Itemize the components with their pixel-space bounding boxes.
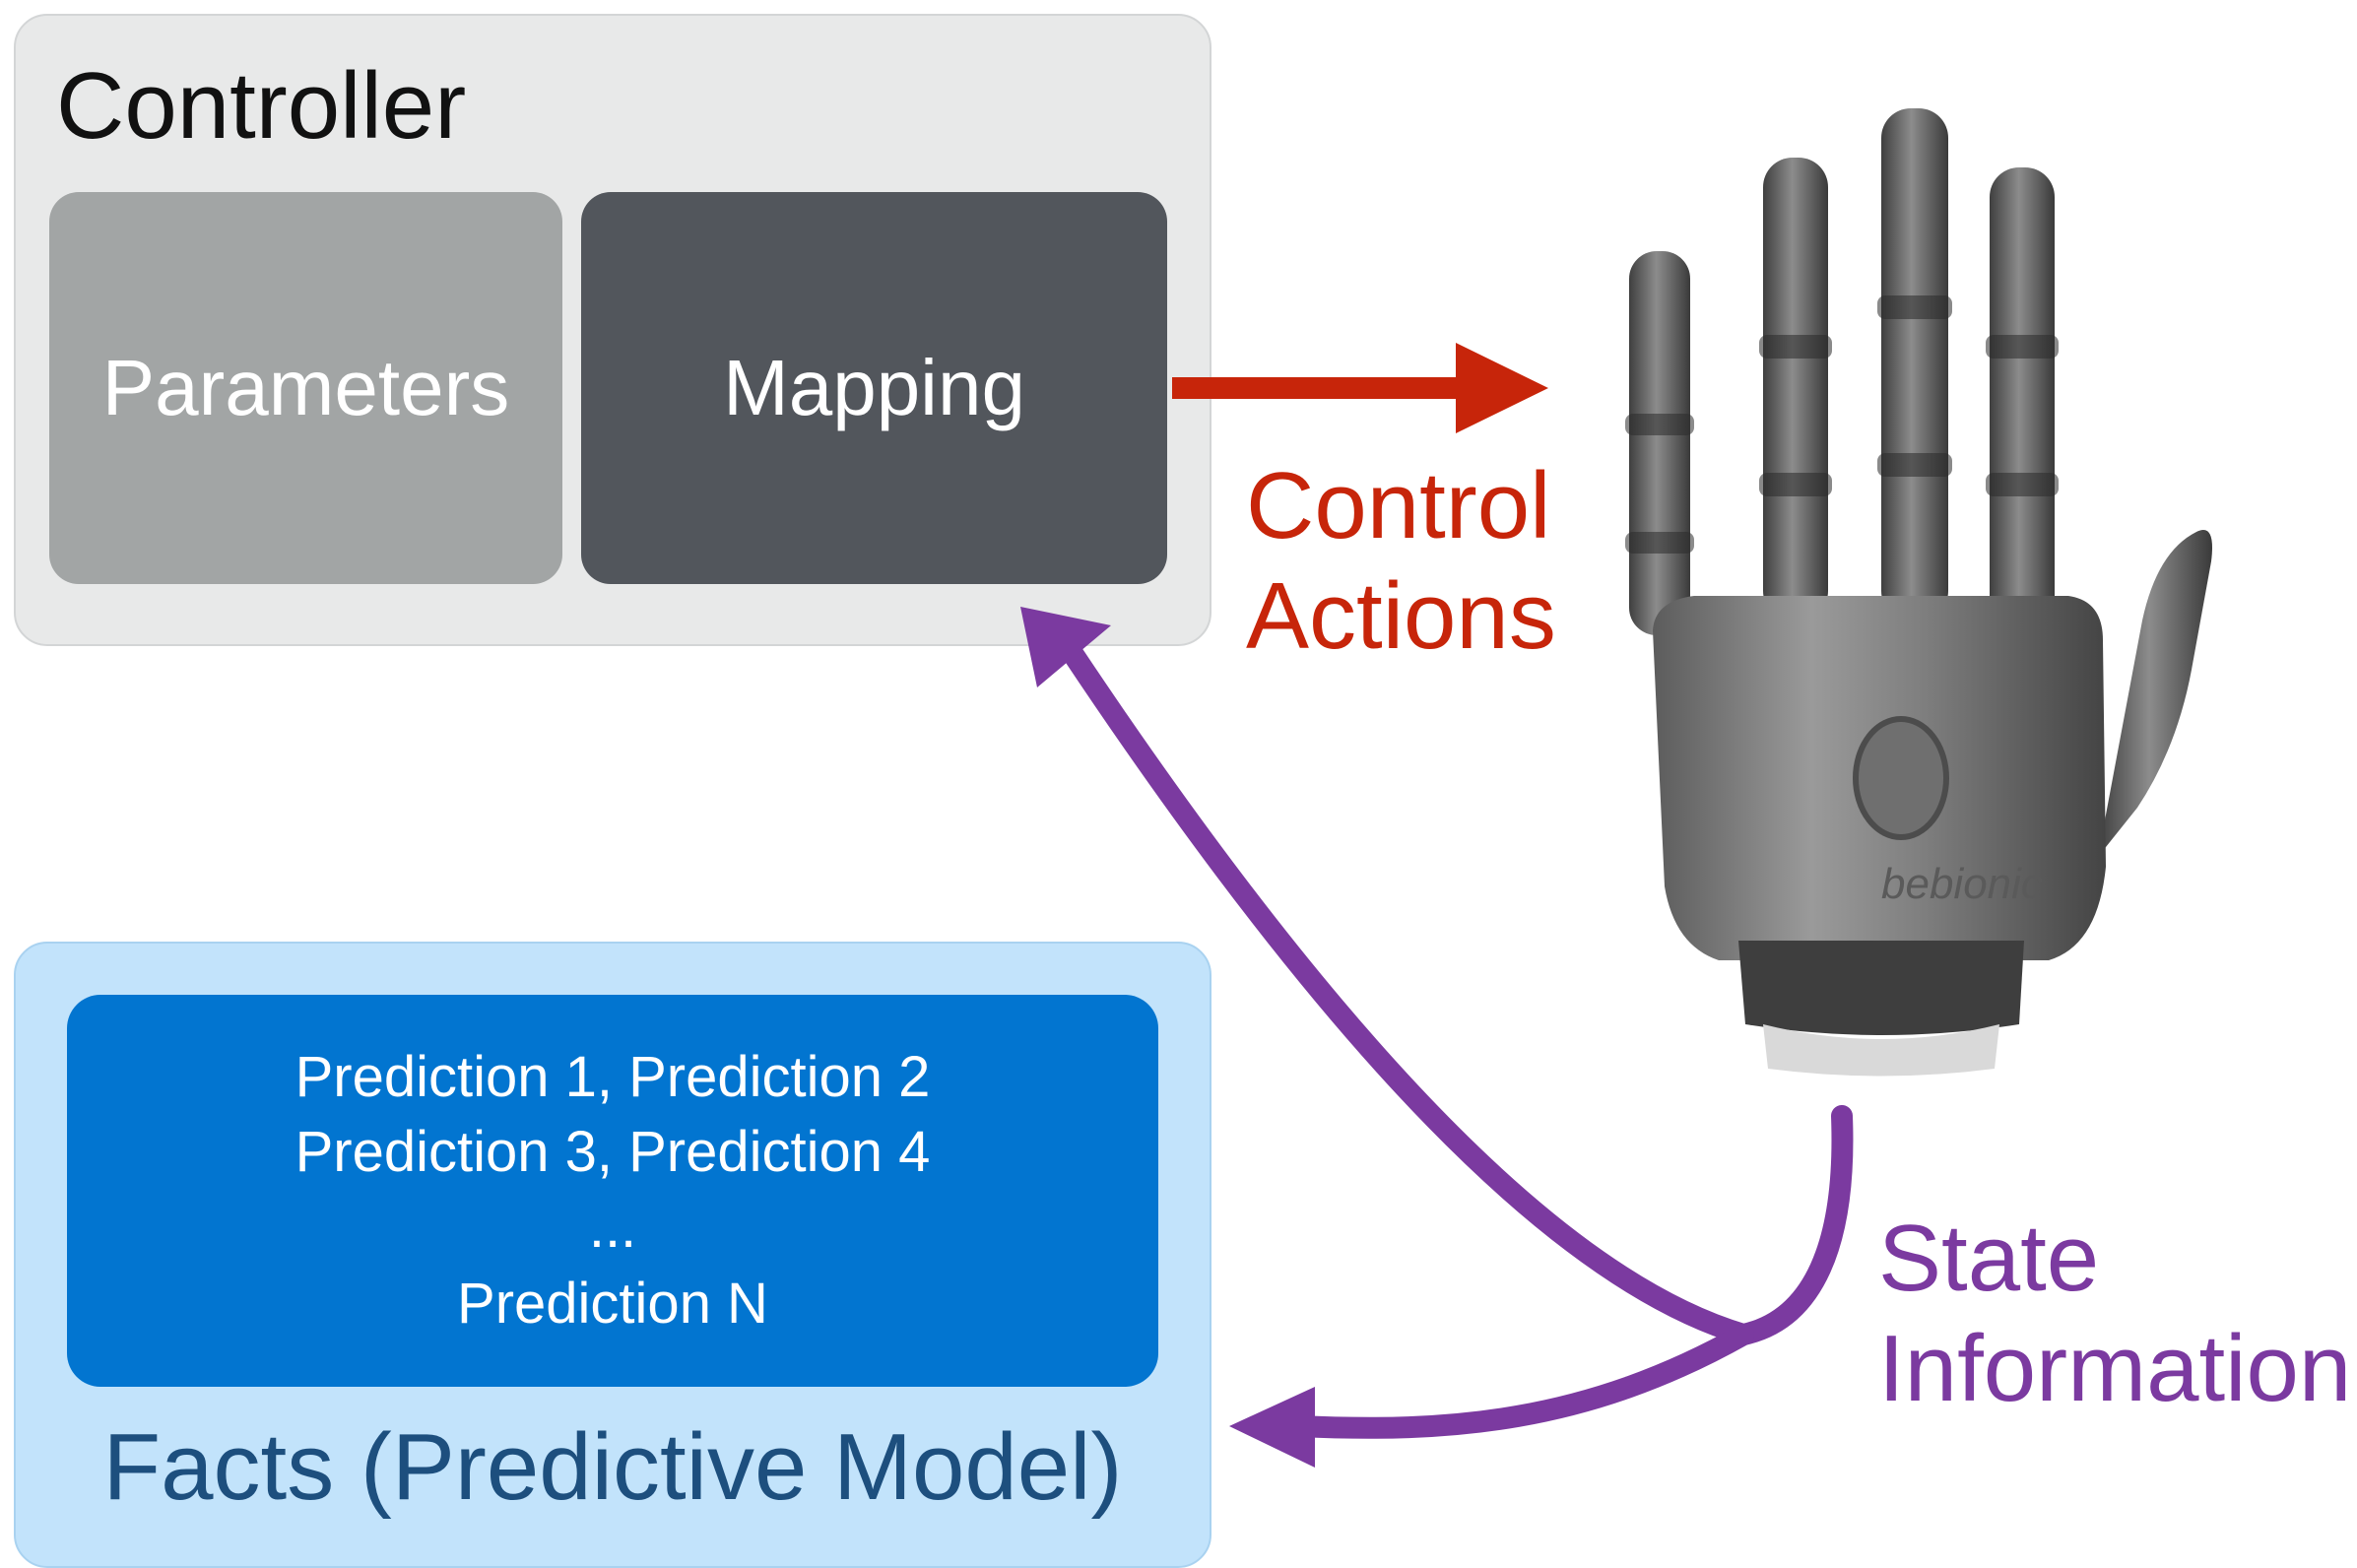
- prediction-line: Prediction N: [457, 1271, 768, 1336]
- facts-title: Facts (Predictive Model): [102, 1414, 1123, 1520]
- parameters-node: Parameters: [49, 192, 562, 584]
- controller-title: Controller: [56, 53, 467, 159]
- arrowhead-to-facts: [1229, 1387, 1315, 1468]
- predictions-node: Prediction 1, Prediction 2 Prediction 3,…: [67, 995, 1158, 1387]
- mapping-node: Mapping: [581, 192, 1167, 584]
- arrowhead-to-mapping: [1020, 607, 1111, 687]
- control-actions-arrow: [1172, 343, 1548, 433]
- state-information-arrows: [1061, 641, 1854, 1439]
- prediction-line: Prediction 1, Prediction 2: [295, 1044, 931, 1109]
- hand-logo: bebionic: [1881, 860, 2043, 908]
- prediction-ellipsis: ...: [588, 1196, 637, 1260]
- state-information-label: State Information: [1878, 1206, 2352, 1422]
- control-actions-label: Control Actions: [1246, 453, 1556, 670]
- robotic-hand-image: bebionic: [1625, 108, 2212, 1077]
- prediction-line: Prediction 3, Prediction 4: [295, 1120, 931, 1185]
